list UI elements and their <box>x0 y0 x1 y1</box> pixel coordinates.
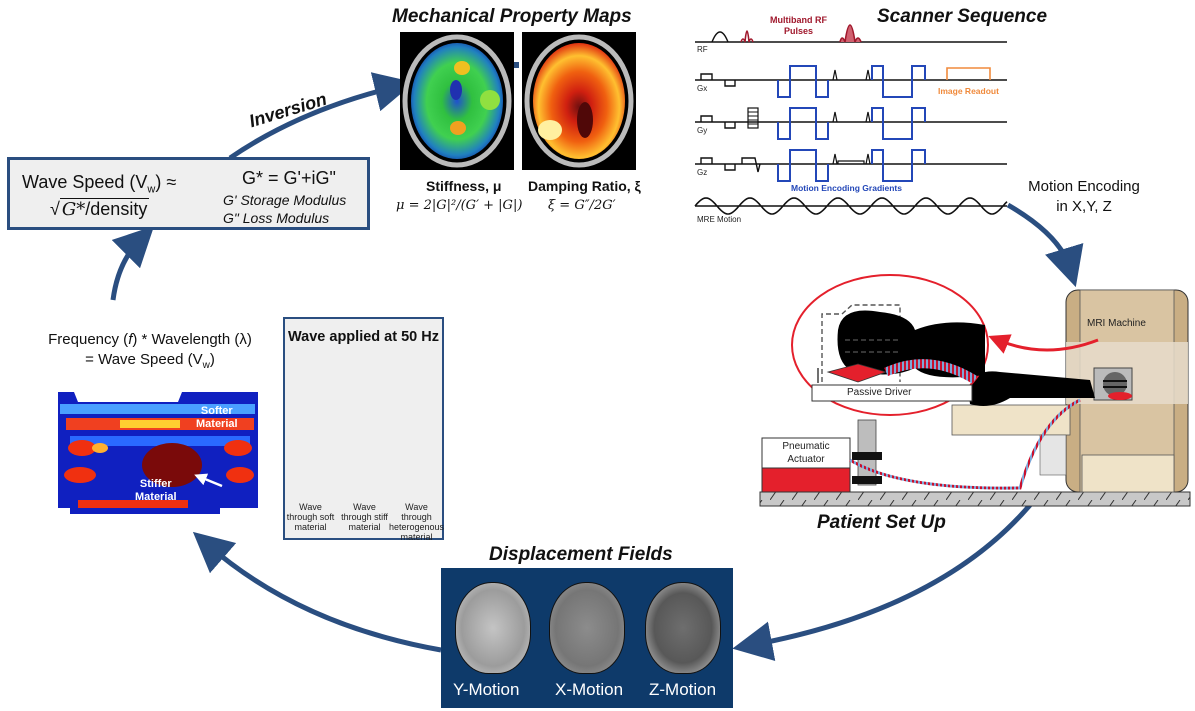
damping-ratio-label: Damping Ratio, ξ <box>528 178 641 194</box>
y-motion-label: Y-Motion <box>453 680 520 699</box>
displacement-fields-title: Displacement Fields <box>489 544 673 565</box>
displacement-fields-panel: Y-Motion X-Motion Z-Motion <box>441 568 733 708</box>
seq-row-mre-motion: MRE Motion <box>697 215 742 224</box>
scanner-sequence-title: Scanner Sequence <box>877 6 1048 27</box>
motion-encoding-label: Motion Encoding in X,Y, Z <box>1028 178 1140 215</box>
wave-box-title: Wave applied at 50 Hz <box>288 329 439 345</box>
mechanical-maps-title: Mechanical Property Maps <box>392 6 632 27</box>
z-motion-image <box>645 582 721 674</box>
softer-material-label: Softer Material <box>196 405 238 430</box>
maps-connector <box>513 62 519 68</box>
stiffer-material-label: Stiffer Material <box>135 478 177 503</box>
seq-row-gx: Gx <box>697 84 708 93</box>
stiffness-map-image <box>400 32 514 170</box>
stiffness-label: Stiffness, μ <box>426 178 502 194</box>
displacement-to-wave-arrow <box>192 531 442 653</box>
inversion-arrow <box>228 72 415 161</box>
pneumatic-actuator-label: Pneumatic Actuator <box>782 441 830 465</box>
motion-encoding-gradients-label: Motion Encoding Gradients <box>791 183 902 193</box>
seq-row-rf: RF <box>697 45 708 54</box>
passive-driver-label: Passive Driver <box>847 387 912 398</box>
sqrt-density-expression: √G*/density <box>50 198 150 220</box>
multiband-rf-label: Multiband RF Pulses <box>770 15 827 36</box>
wavespeed-to-formula-arrow <box>110 225 155 301</box>
mri-machine-label: MRI Machine <box>1087 318 1146 329</box>
image-readout-label: Image Readout <box>938 86 999 96</box>
wave-speed-equation: Wave Speed (Vw) ≈ <box>22 172 177 196</box>
seq-row-gy: Gy <box>697 126 708 135</box>
storage-modulus-label: G' Storage Modulus <box>223 192 347 208</box>
damping-map-image <box>522 32 636 170</box>
wavelength-equation: Frequency (f) * Wavelength (λ) = Wave Sp… <box>48 331 252 371</box>
x-motion-image <box>549 582 625 674</box>
setup-to-displacement-arrow <box>732 503 1032 661</box>
loss-modulus-label: G" Loss Modulus <box>223 210 330 226</box>
patient-setup-title: Patient Set Up <box>817 512 946 533</box>
x-motion-label: X-Motion <box>555 680 624 699</box>
stiffness-formula: μ = 2|G|²/(G′ + |G|) <box>396 198 523 213</box>
y-motion-image <box>455 582 531 674</box>
wave-field-image <box>58 392 258 514</box>
damping-formula: ξ = G″/2G′ <box>548 198 616 213</box>
complex-modulus-equation: G* = G'+iG" <box>242 168 336 188</box>
z-motion-label: Z-Motion <box>649 680 717 699</box>
scanner-sequence-diagram <box>694 24 1008 215</box>
seq-row-gz: Gz <box>697 168 708 177</box>
sequence-to-setup-arrow <box>1006 202 1084 288</box>
patient-setup-illustration <box>759 274 1191 507</box>
wave-speed-formula-box: Wave Speed (Vw) ≈ √G*/density G* = G'+iG… <box>7 157 370 230</box>
